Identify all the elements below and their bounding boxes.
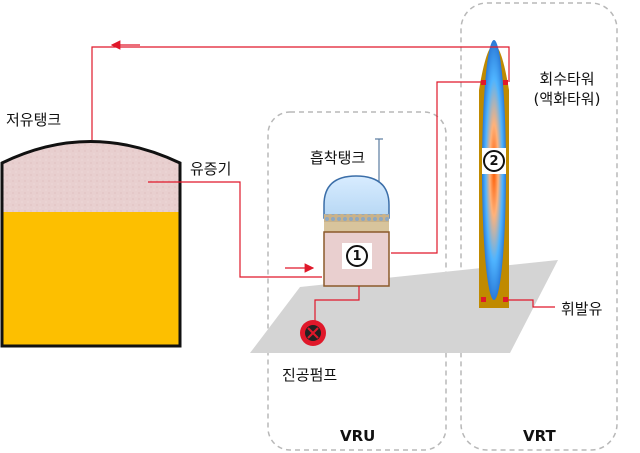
gasoline-label: 휘발유 (561, 300, 603, 318)
platform (250, 260, 558, 353)
recovery-tower-label-line2: (액화타워) (533, 90, 601, 108)
vrt-group-box (460, 2, 618, 451)
oil-vapor-label: 유증기 (190, 160, 232, 178)
storage-tank-label: 저유탱크 (6, 111, 62, 129)
pipe-absorber-to-tower (391, 81, 481, 254)
storage-tank (0, 140, 182, 348)
pipe-tank-to-absorber (148, 181, 322, 278)
pipe-return-to-tank (91, 46, 510, 140)
vru-label: VRU (340, 427, 376, 445)
vrt-label: VRT (523, 427, 556, 445)
recovery-tower (479, 40, 509, 308)
marker-2-badge: 2 (483, 150, 505, 172)
absorption-tank-label: 흡착탱크 (310, 149, 366, 167)
absorption-tank (323, 138, 390, 287)
vacuum-pump-label: 진공펌프 (282, 366, 338, 384)
recovery-tower-label-line1: 회수타워 (539, 70, 595, 88)
vacuum-pump-x-circle-icon (300, 320, 326, 346)
marker-1-badge: 1 (346, 245, 368, 267)
pipe-absorber-to-pump (314, 286, 360, 322)
pipe-gasoline-out (506, 299, 555, 308)
